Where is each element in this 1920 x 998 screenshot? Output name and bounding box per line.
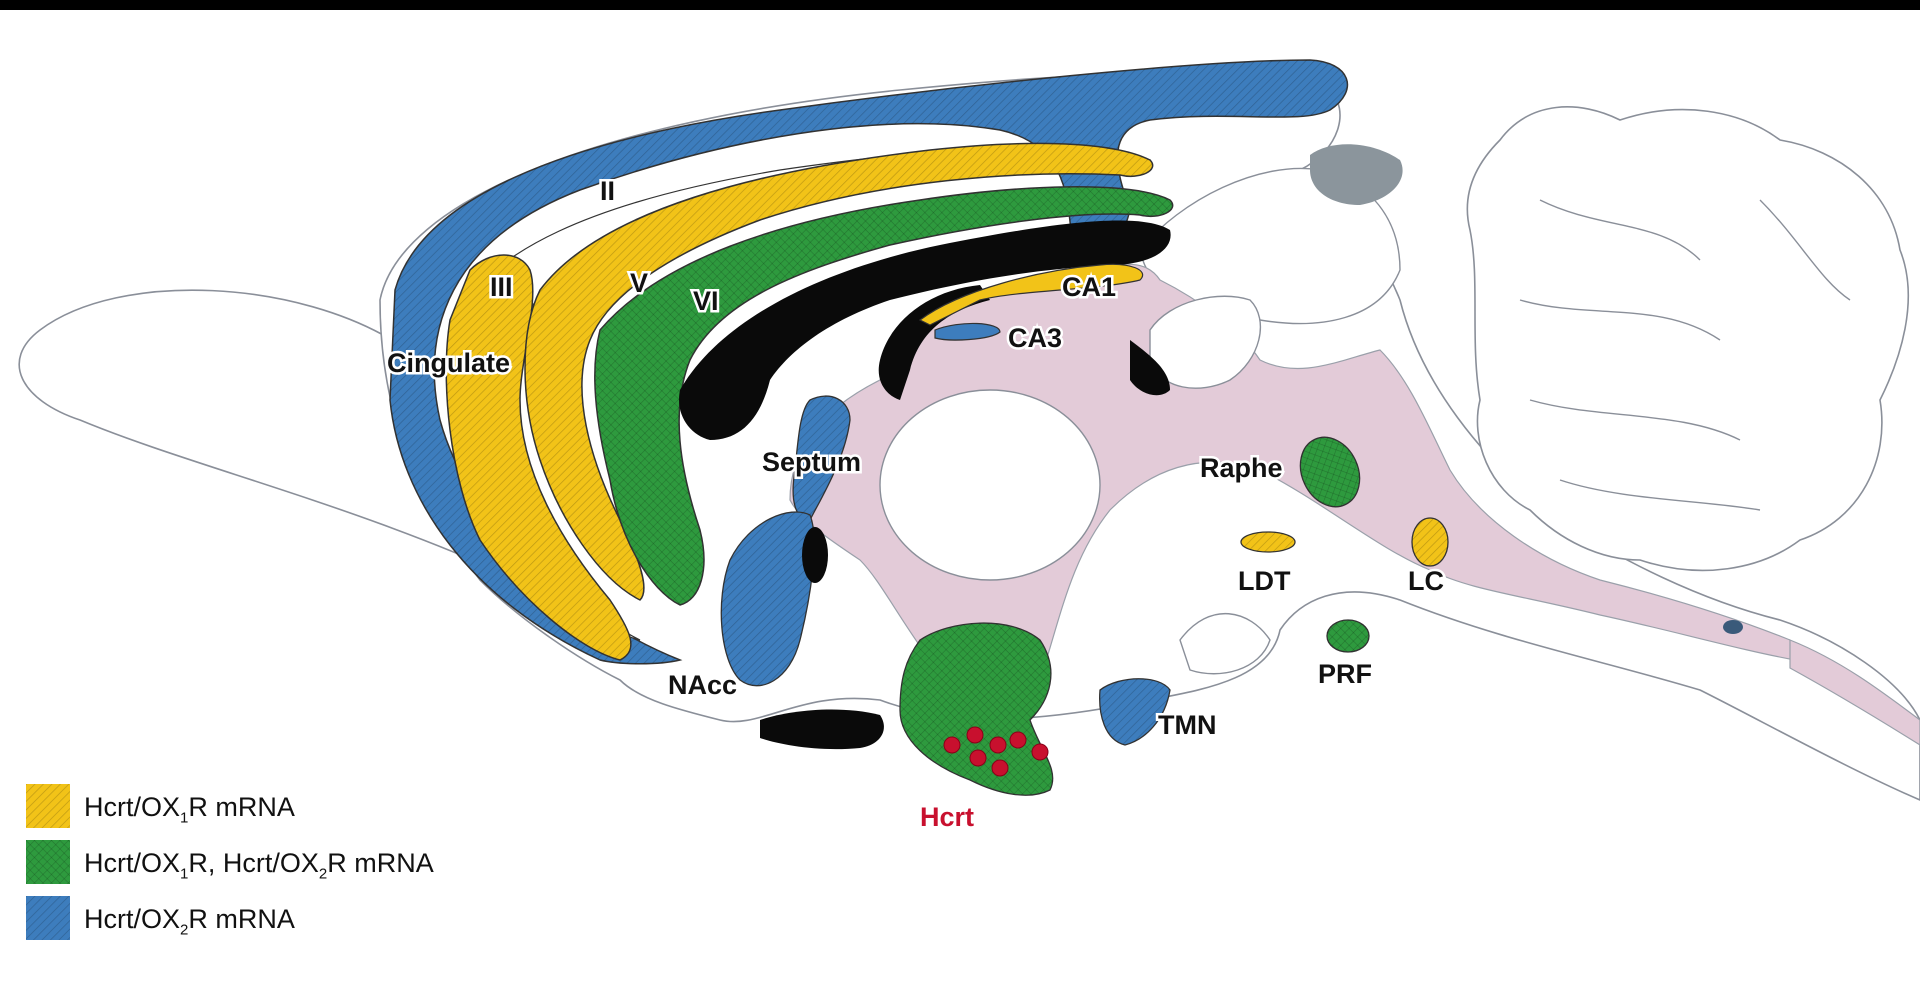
- label-ca3: CA3: [1008, 323, 1062, 353]
- legend-item-both: Hcrt/OX1R, Hcrt/OX2R mRNA: [26, 836, 586, 892]
- legend: Hcrt/OX1R mRNA Hcrt/OX1R, Hcrt/OX2R mRNA…: [26, 780, 586, 948]
- legend-item-ox2: Hcrt/OX2R mRNA: [26, 892, 586, 948]
- label-layer-V: V: [630, 268, 648, 298]
- label-layer-II: II: [600, 176, 615, 206]
- prf-region: [1327, 620, 1369, 652]
- hypothalamus-region: [900, 623, 1053, 795]
- label-ldt: LDT: [1238, 566, 1291, 596]
- legend-swatch-blue: [26, 896, 70, 940]
- legend-label-both: Hcrt/OX1R, Hcrt/OX2R mRNA: [84, 848, 434, 882]
- hcrt-neuron: [1010, 732, 1026, 748]
- label-raphe: Raphe: [1200, 453, 1283, 483]
- label-ca1: CA1: [1062, 272, 1116, 302]
- legend-label-ox1: Hcrt/OX1R mRNA: [84, 792, 295, 826]
- label-cingulate: Cingulate: [387, 348, 510, 378]
- hcrt-neuron: [967, 727, 983, 743]
- top-border: [0, 0, 1920, 10]
- hcrt-neuron: [1032, 744, 1048, 760]
- hcrt-neuron: [970, 750, 986, 766]
- label-tmn: TMN: [1158, 710, 1216, 740]
- label-prf: PRF: [1318, 659, 1372, 689]
- label-nacc: NAcc: [668, 670, 737, 700]
- label-lc: LC: [1408, 566, 1444, 596]
- ldt-region: [1241, 532, 1295, 552]
- anterior-commissure: [802, 527, 828, 583]
- optic-chiasm: [760, 710, 884, 750]
- hcrt-neuron: [944, 737, 960, 753]
- label-layer-III: III: [490, 272, 513, 302]
- label-hcrt: Hcrt: [920, 802, 974, 832]
- central-canal: [1723, 620, 1743, 634]
- legend-item-ox1: Hcrt/OX1R mRNA: [26, 780, 586, 836]
- hcrt-neuron: [992, 760, 1008, 776]
- label-septum: Septum: [762, 447, 861, 477]
- label-layer-VI: VI: [693, 286, 719, 316]
- legend-swatch-yellow: [26, 784, 70, 828]
- lc-region: [1412, 518, 1448, 566]
- legend-swatch-green: [26, 840, 70, 884]
- hcrt-neuron: [990, 737, 1006, 753]
- legend-label-ox2: Hcrt/OX2R mRNA: [84, 904, 295, 938]
